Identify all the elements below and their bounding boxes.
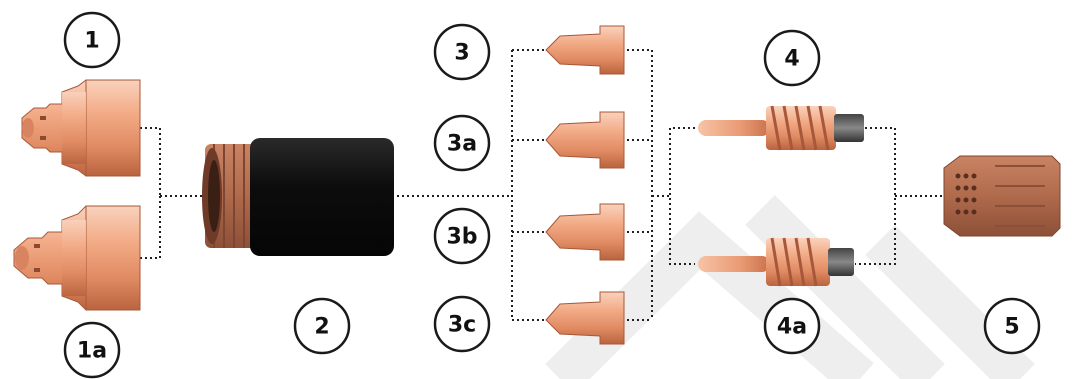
part-3-nozzle bbox=[545, 25, 625, 75]
label-badge-3a: 3a bbox=[433, 114, 491, 172]
label-badge-3: 3 bbox=[433, 23, 491, 81]
connector-1 bbox=[140, 127, 161, 196]
label-text-3c: 3c bbox=[448, 313, 476, 338]
label-badge-3c: 3c bbox=[433, 295, 491, 353]
label-badge-4a: 4a bbox=[763, 297, 821, 355]
label-badge-2: 2 bbox=[293, 297, 351, 355]
part-4-electrode bbox=[698, 105, 864, 151]
part-4a-electrode bbox=[698, 237, 854, 287]
label-text-1: 1 bbox=[84, 29, 99, 54]
part-2-retaining-cap bbox=[202, 138, 394, 256]
label-text-5: 5 bbox=[1004, 315, 1019, 340]
connector-1a bbox=[140, 196, 161, 259]
part-1a-shield bbox=[13, 205, 141, 311]
label-text-3a: 3a bbox=[447, 132, 477, 157]
part-3c-nozzle bbox=[545, 291, 625, 345]
label-badge-5: 5 bbox=[983, 297, 1041, 355]
part-5-swirl-ring bbox=[943, 155, 1061, 237]
label-text-1a: 1a bbox=[77, 339, 107, 364]
label-badge-1: 1 bbox=[63, 11, 121, 69]
label-text-4: 4 bbox=[784, 47, 799, 72]
part-3a-nozzle bbox=[545, 111, 625, 169]
label-text-3b: 3b bbox=[446, 225, 477, 250]
part-1-shield bbox=[21, 79, 141, 177]
label-badge-3b: 3b bbox=[433, 207, 491, 265]
label-badge-4: 4 bbox=[763, 29, 821, 87]
part-3b-nozzle bbox=[545, 203, 625, 261]
label-text-2: 2 bbox=[314, 315, 329, 340]
label-text-4a: 4a bbox=[777, 315, 807, 340]
connector-4-right bbox=[855, 127, 896, 265]
label-badge-1a: 1a bbox=[63, 321, 121, 379]
label-text-3: 3 bbox=[454, 41, 469, 66]
